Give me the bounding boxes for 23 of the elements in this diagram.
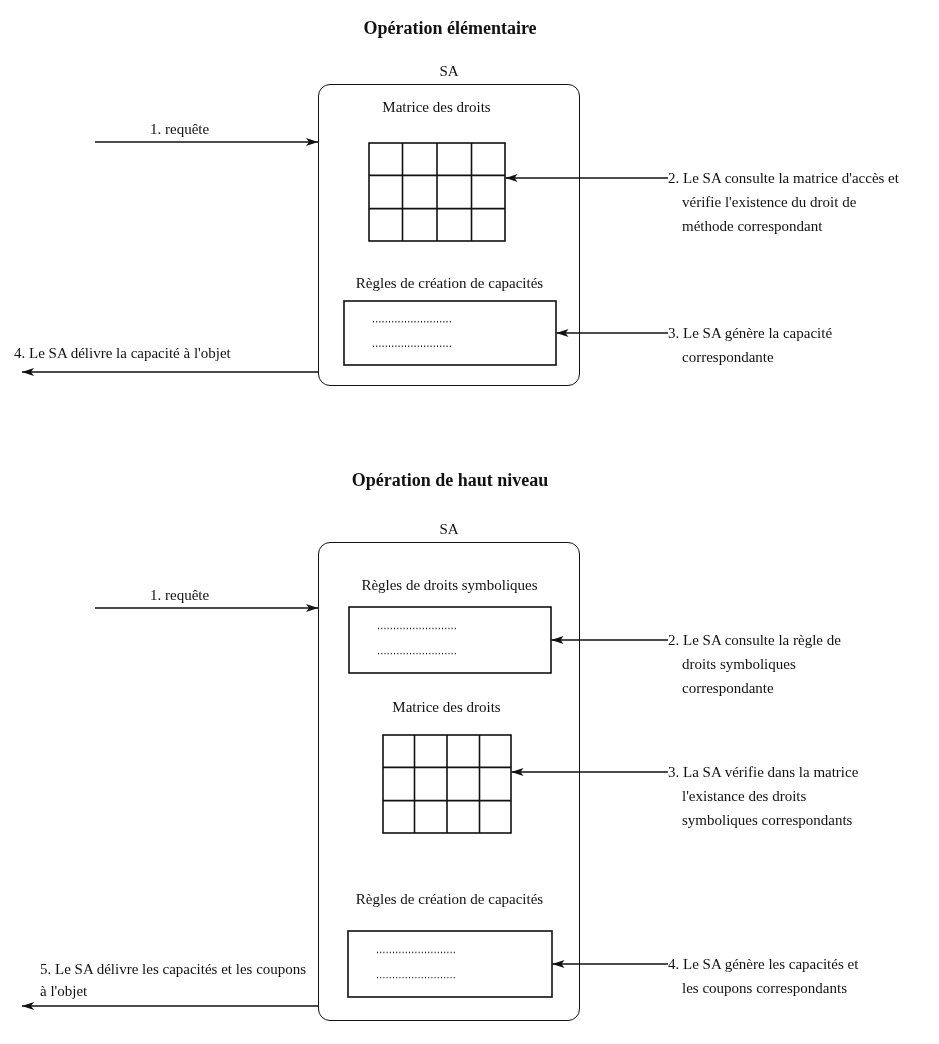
step-note: 2. Le SA consulte la matrice d'accès et vérifie l'existence du droit de méthode correspondant [668,169,900,236]
box-heading: SA [438,62,460,81]
arrow [510,768,669,776]
arrow [21,1002,319,1010]
arrow [551,960,669,968]
arrow [504,174,669,182]
box-heading: Règles de création de capacités [354,889,545,909]
arrow [94,138,319,146]
step-note: 3. La SA vérifie dans la matrice l'existance des droits symboliques correspondants [668,763,860,830]
arrow [550,636,669,644]
arrow [94,604,319,612]
box-heading: SA [438,520,460,539]
step-note: 3. Le SA génère la capacité correspondante [668,324,834,367]
step-note: 4. Le SA génère les capacités et les coupons correspondants [668,955,860,998]
arrow [555,329,669,337]
box-heading: Règles de droits symboliques [360,575,539,595]
box-heading: Règles de création de capacités [354,273,545,293]
arrow [21,368,319,376]
section-heading: Opération de haut niveau [350,470,550,491]
step-note: 2. Le SA consulte la règle de droits symboliques correspondante [668,631,842,698]
box-heading: Matrice des droits [381,97,492,117]
box-heading: Matrice des droits [391,697,502,717]
section-heading: Opération élémentaire [362,18,538,39]
